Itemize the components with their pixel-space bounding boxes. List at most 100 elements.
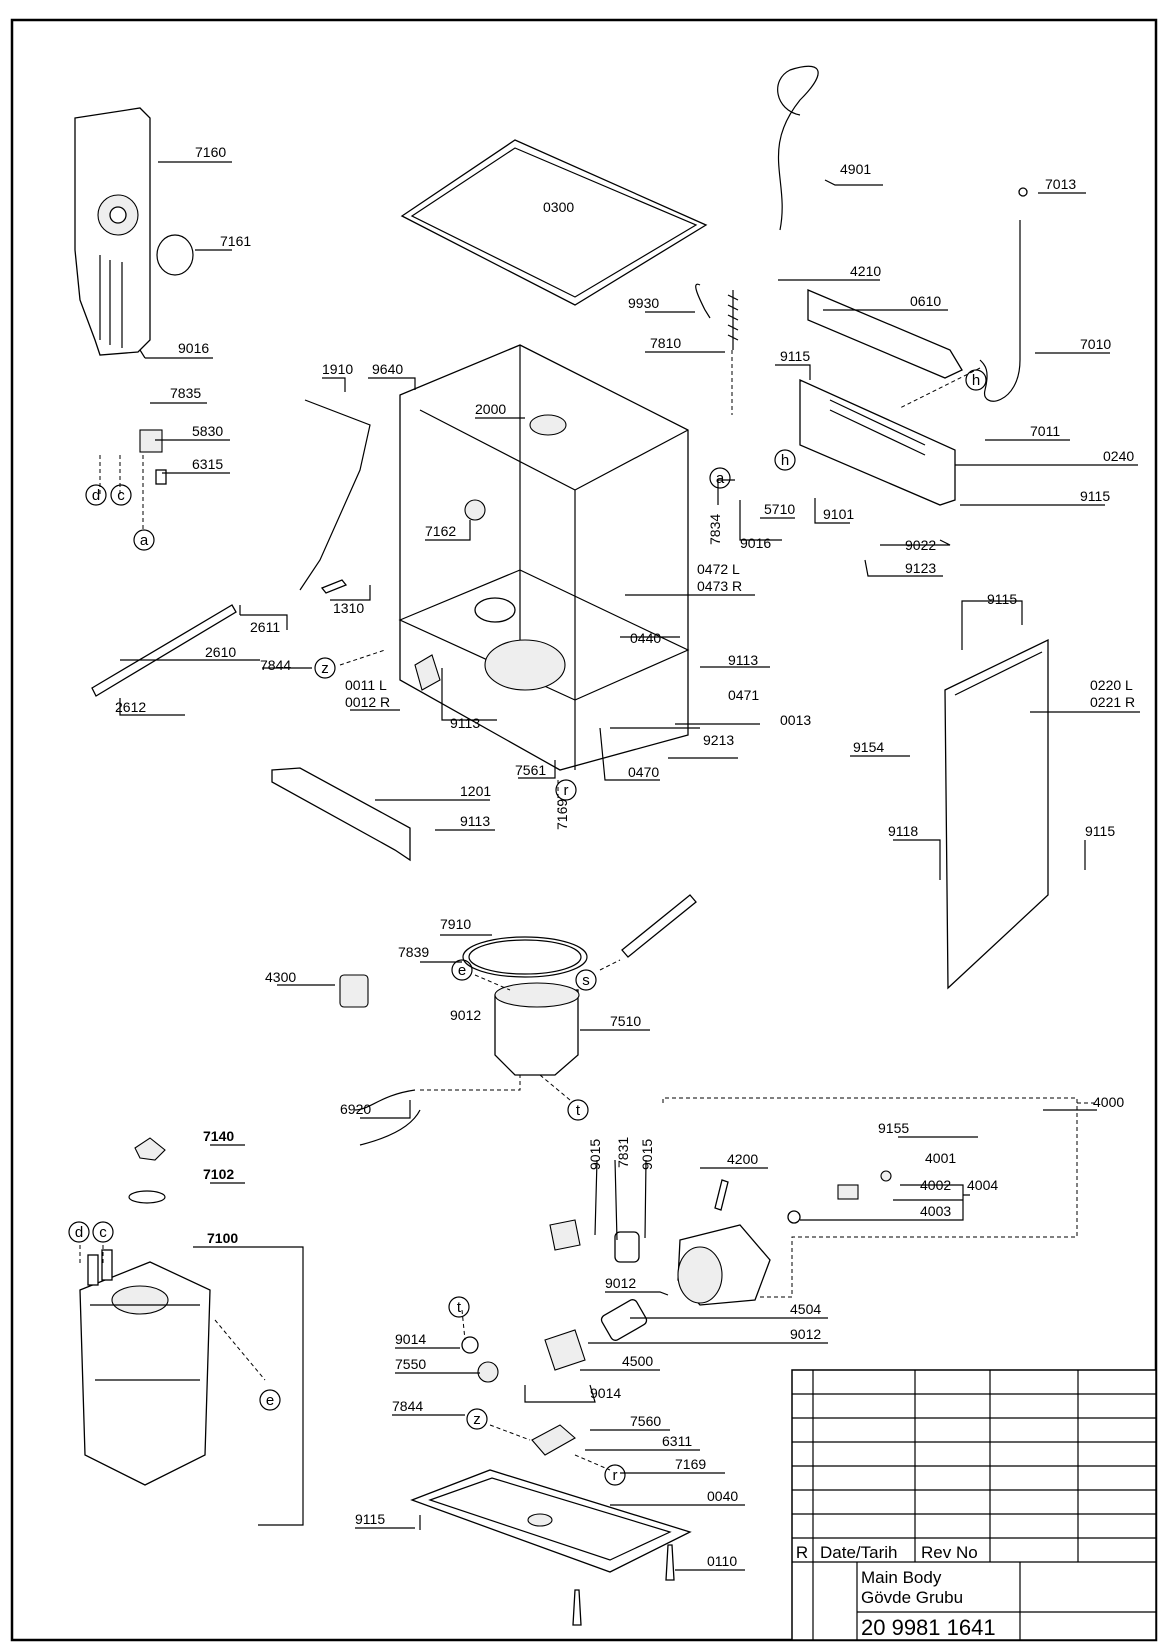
pump-group-4000-box <box>662 1097 1078 1298</box>
label-0220: 0220 L <box>1090 677 1133 693</box>
svg-text:a: a <box>140 532 149 549</box>
leader-lines <box>119 161 1140 1571</box>
svg-text:h: h <box>781 452 789 469</box>
dash-t1 <box>539 1074 571 1101</box>
label-0473: 0473 R <box>697 578 742 594</box>
label-0470: 0470 <box>628 764 659 780</box>
label-7561: 7561 <box>515 762 546 778</box>
label-9012-top: 9012 <box>450 1007 481 1023</box>
svg-text:d: d <box>75 1224 83 1241</box>
label-2610: 2610 <box>205 644 236 660</box>
label-0300: 0300 <box>543 199 574 215</box>
label-9123: 9123 <box>905 560 936 576</box>
label-7835: 7835 <box>170 385 201 401</box>
svg-text:e: e <box>458 962 466 979</box>
label-9154: 9154 <box>853 739 884 755</box>
part-4002 <box>837 1184 859 1200</box>
part-2000-sump <box>484 639 566 691</box>
part-5830 <box>139 429 163 453</box>
part-0300-inner-edge <box>410 147 698 298</box>
label-7844-top: 7844 <box>260 657 291 673</box>
label-9115-right-mid: 9115 <box>1085 823 1115 839</box>
ref-circle-a-right: a <box>709 467 731 489</box>
label-0471: 0471 <box>728 687 759 703</box>
label-7510: 7510 <box>610 1013 641 1029</box>
label-0240: 0240 <box>1103 448 1134 464</box>
dash-left-tank <box>99 455 144 530</box>
ref-circle-t-bottom: t <box>448 1296 470 1318</box>
part-4901-hose <box>777 65 819 231</box>
label-7160: 7160 <box>195 144 226 160</box>
label-1910: 1910 <box>322 361 353 377</box>
label-7550: 7550 <box>395 1356 426 1372</box>
label-9016-right: 9016 <box>740 535 771 551</box>
svg-text:r: r <box>564 782 569 799</box>
label-9015-b: 9015 <box>639 1139 655 1170</box>
label-0040: 0040 <box>707 1488 738 1504</box>
label-9014-b: 9014 <box>590 1385 621 1401</box>
part-4200-face <box>677 1246 723 1304</box>
label-7013: 7013 <box>1045 176 1076 192</box>
part-9930 <box>695 283 711 319</box>
dash-h1 <box>899 367 981 409</box>
part-9014 <box>461 1336 479 1354</box>
title-block-title-en: Main Body <box>861 1568 942 1587</box>
part-spray-screw <box>621 894 697 958</box>
label-6315: 6315 <box>192 456 223 472</box>
label-0472: 0472 L <box>697 561 740 577</box>
part-0110-foot <box>665 1544 675 1581</box>
label-0011: 0011 L <box>345 677 387 693</box>
part-0240-slots <box>829 399 926 456</box>
ref-circle-d-top: d <box>85 484 107 506</box>
part-labels: 7160 7161 9016 7835 5830 6315 0300 4901 … <box>115 144 1135 1569</box>
part-0220-top-edge <box>954 651 1043 696</box>
label-7010: 7010 <box>1080 336 1111 352</box>
title-block-date-header: Date/Tarih <box>820 1543 897 1562</box>
part-7550 <box>477 1361 499 1383</box>
svg-text:s: s <box>582 972 590 989</box>
svg-text:d: d <box>92 487 100 504</box>
label-7161: 7161 <box>220 233 251 249</box>
part-4003 <box>787 1210 801 1224</box>
reference-circles: d c a z a h h r e s t d c e t z r <box>68 369 987 1486</box>
part-2000-back-frame <box>419 345 689 770</box>
part-7510-sump <box>494 989 579 1076</box>
part-7100-cap <box>111 1285 169 1315</box>
label-7100: 7100 <box>207 1230 238 1246</box>
label-9113-c: 9113 <box>460 813 490 829</box>
title-block-title-tr: Gövde Grubu <box>861 1588 963 1607</box>
part-7013-clip <box>1018 187 1028 197</box>
label-9930: 9930 <box>628 295 659 311</box>
label-7844-bottom: 7844 <box>392 1398 423 1414</box>
label-7831: 7831 <box>615 1137 631 1168</box>
part-7831-hose <box>614 1231 640 1263</box>
label-7169-top: 7169 <box>554 799 570 830</box>
ref-circle-h-mid: h <box>774 449 796 471</box>
label-9016-left: 9016 <box>178 340 209 356</box>
svg-text:a: a <box>716 470 725 487</box>
part-7100-inlet-c <box>101 1249 113 1281</box>
part-6920-hose <box>354 1089 421 1146</box>
label-4001: 4001 <box>925 1150 956 1166</box>
label-2000: 2000 <box>475 401 506 417</box>
label-9101: 9101 <box>823 506 854 522</box>
part-7510-top <box>494 982 580 1008</box>
label-7810: 7810 <box>650 335 681 351</box>
label-7162: 7162 <box>425 523 456 539</box>
svg-text:z: z <box>473 1411 481 1428</box>
part-2000-drain <box>474 597 516 623</box>
label-2612: 2612 <box>115 699 146 715</box>
label-6920: 6920 <box>340 1101 371 1117</box>
part-7160-dial-hub <box>109 206 127 224</box>
title-block-rev-marker: R <box>796 1543 808 1562</box>
label-9012-bottom: 9012 <box>790 1326 821 1342</box>
part-2000-tub <box>399 344 689 771</box>
label-7011: 7011 <box>1030 423 1060 439</box>
label-9012-mid: 9012 <box>605 1275 636 1291</box>
ref-circle-t-top: t <box>567 1099 589 1121</box>
label-9022: 9022 <box>905 537 936 553</box>
svg-text:c: c <box>99 1224 107 1241</box>
label-9115-top: 9115 <box>780 348 810 364</box>
part-0610-rail <box>807 289 963 379</box>
